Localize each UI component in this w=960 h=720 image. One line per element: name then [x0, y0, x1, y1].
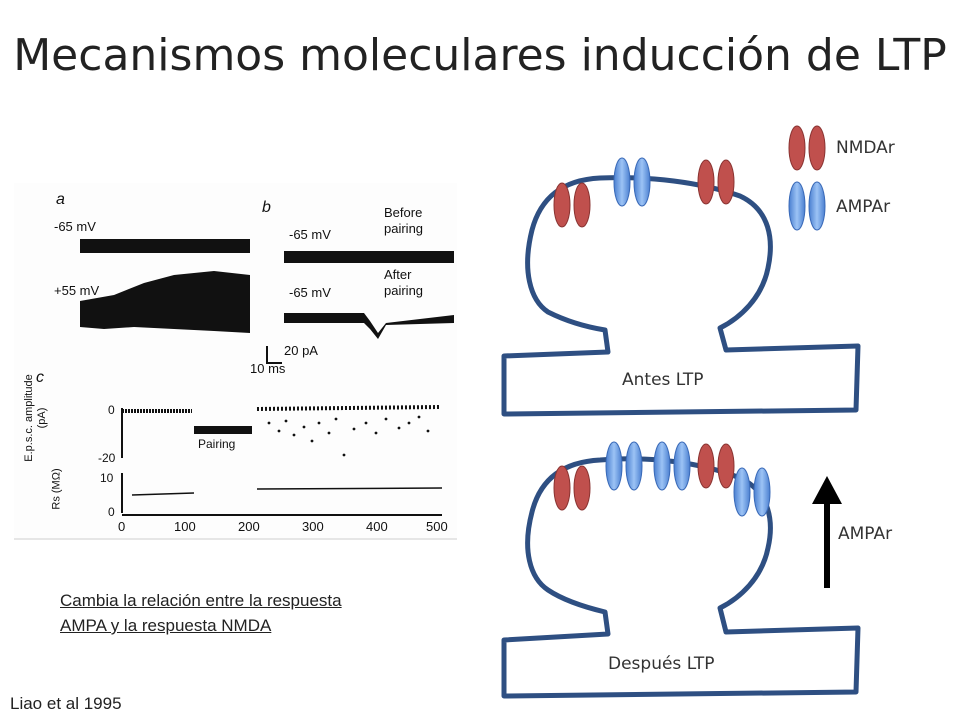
- ampa-receptor: [605, 441, 623, 491]
- legend-ampa-label: AMPAr: [836, 197, 891, 217]
- nmda-receptor: [697, 159, 715, 205]
- electrophysiology-figure: a b c -65 mV +55 mV -65 mV -65 mV Before…: [14, 183, 457, 540]
- nmda-receptor: [697, 443, 715, 489]
- nmda-receptor: [717, 443, 735, 489]
- arrow-up-icon: [812, 476, 842, 504]
- legend-nmda-label: NMDAr: [836, 138, 895, 158]
- spine-after-label: Después LTP: [608, 654, 715, 674]
- ampa-receptor: [653, 441, 671, 491]
- spine-before-label: Antes LTP: [622, 370, 704, 390]
- legend-ampa-icon: [788, 181, 806, 231]
- rs-tick-10: 10: [100, 471, 114, 485]
- trace-b2-label: -65 mV: [289, 285, 331, 300]
- nmda-receptor: [573, 182, 591, 228]
- nmda-receptor: [717, 159, 735, 205]
- figure-graphics: [14, 183, 457, 540]
- trace-a1-label: -65 mV: [54, 219, 96, 234]
- citation: Liao et al 1995: [10, 694, 122, 713]
- ampa-receptor: [673, 441, 691, 491]
- arrow-label: AMPAr: [838, 524, 893, 544]
- page-title: Mecanismos moleculares inducción de LTP: [13, 30, 947, 81]
- legend-ampa-icon: [808, 181, 826, 231]
- nmda-receptor: [573, 465, 591, 511]
- trace-b-before: [284, 251, 454, 263]
- after-pairing-label: After pairing: [384, 267, 424, 298]
- epsc-tick-neg20: -20: [98, 451, 116, 465]
- before-pairing-label: Before pairing: [384, 205, 424, 236]
- ampa-receptor: [625, 441, 643, 491]
- trace-a-plus55: [80, 271, 250, 333]
- nmda-receptor: [553, 182, 571, 228]
- ampa-receptor: [733, 467, 751, 517]
- x-tick-300: 300: [302, 519, 324, 534]
- rs-tick-0: 0: [108, 505, 115, 519]
- legend-nmda-icon: [788, 125, 806, 171]
- trace-b1-label: -65 mV: [289, 227, 331, 242]
- x-tick-100: 100: [174, 519, 196, 534]
- caption: Cambia la relación entre la respuesta AM…: [60, 591, 342, 635]
- receptors-before: [553, 157, 735, 228]
- scale-time-label: 10 ms: [250, 361, 286, 376]
- panel-a-label: a: [56, 191, 65, 208]
- trace-b-after: [284, 313, 454, 339]
- x-tick-200: 200: [238, 519, 260, 534]
- ampa-receptor: [613, 157, 631, 207]
- receptors-after: [553, 441, 771, 517]
- ampa-receptor: [633, 157, 651, 207]
- pairing-label: Pairing: [198, 437, 236, 451]
- trace-a-minus65: [80, 239, 250, 253]
- epsc-tick-0: 0: [108, 403, 115, 417]
- legend-nmda-icon: [808, 125, 826, 171]
- spine-before-outline: [501, 175, 861, 417]
- x-tick-500: 500: [426, 519, 448, 534]
- panel-c-label: c: [36, 369, 44, 386]
- x-tick-0: 0: [118, 519, 126, 534]
- trace-a2-label: +55 mV: [54, 283, 100, 298]
- ampa-receptor: [753, 467, 771, 517]
- scatter-points: [267, 415, 430, 457]
- scale-current-label: 20 pA: [284, 343, 318, 358]
- panel-b-label: b: [262, 199, 271, 216]
- x-tick-400: 400: [366, 519, 388, 534]
- nmda-receptor: [553, 465, 571, 511]
- pairing-bar: [194, 426, 252, 434]
- scale-bar: [266, 346, 282, 364]
